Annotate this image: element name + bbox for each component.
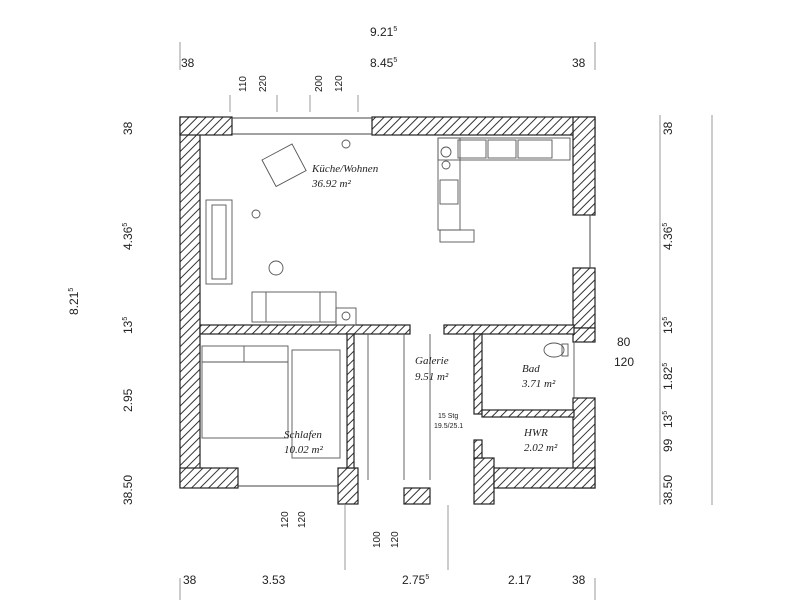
bath-fixtures (543, 342, 575, 398)
room-utility: HWR 2.02 m² (523, 427, 558, 454)
room-bath: Bad 3.71 m² (521, 363, 556, 390)
dim-bottom-open-4: 120 (390, 531, 401, 548)
dim-bottom-open-1: 120 (280, 511, 291, 528)
dim-top-right-wall: 38 (572, 56, 586, 70)
dim-right-window-2: 120 (614, 355, 634, 369)
bedroom-furniture (201, 345, 341, 459)
dim-bottom-seg-5: 38 (572, 573, 586, 587)
room-name-kitchen-living: Küche/Wohnen (311, 163, 379, 175)
room-gallery: Galerie 9.51 m² (415, 355, 449, 383)
dim-bottom-seg-1: 38 (183, 573, 197, 587)
room-bedroom: Schlafen 10.02 m² (284, 429, 323, 456)
stair-note-ratio: 19.5/25.1 (434, 423, 463, 430)
dim-right-seg-6: 99 (661, 438, 675, 452)
dim-bottom-seg-2: 3.53 (262, 573, 286, 587)
dim-opening-top-1: 110 (238, 76, 249, 92)
dim-left-total: 8.215 (67, 288, 81, 315)
room-name-bedroom: Schlafen (284, 429, 322, 441)
dim-bottom-seg-3: 2.755 (402, 573, 429, 587)
stair-note: 15 Stg 19.5/25.1 (434, 413, 463, 430)
dim-right-seg-4: 1.825 (661, 363, 675, 390)
dim-left-seg-3: 135 (121, 317, 135, 334)
dim-left-seg-4: 2.95 (121, 388, 135, 412)
dim-left-seg-2: 4.365 (121, 223, 135, 250)
dim-bottom-seg-4: 2.17 (508, 573, 532, 587)
stairs (367, 334, 431, 480)
dim-left-seg-1: 38 (121, 121, 135, 135)
dim-left-seg-5: 38.50 (121, 475, 135, 505)
dim-right-seg-3: 135 (661, 317, 675, 334)
dim-bottom-open-3: 100 (372, 531, 383, 548)
room-area-bath: 3.71 m² (521, 378, 556, 390)
living-furniture (205, 139, 357, 326)
walls (179, 116, 596, 505)
dim-right-seg-5: 135 (661, 411, 675, 428)
room-name-bath: Bad (522, 363, 540, 375)
room-kitchen-living: Küche/Wohnen 36.92 m² (311, 163, 379, 190)
dim-top-left-wall: 38 (181, 56, 195, 70)
dim-right-window-1: 80 (617, 335, 631, 349)
dimension-lines (179, 42, 713, 600)
room-name-gallery: Galerie (415, 355, 449, 367)
room-area-utility: 2.02 m² (524, 442, 558, 454)
kitchen-units (437, 137, 571, 243)
dim-right-seg-7: 38.50 (661, 475, 675, 505)
dim-opening-top-2: 220 (258, 75, 269, 92)
stair-note-steps: 15 Stg (438, 413, 458, 420)
room-name-utility: HWR (523, 427, 548, 439)
dim-top-inner: 8.455 (370, 56, 397, 70)
dim-bottom-open-2: 120 (297, 511, 308, 528)
window-openings (232, 117, 591, 487)
dim-opening-top-4: 120 (334, 75, 345, 92)
dim-right-seg-1: 38 (661, 121, 675, 135)
dim-right-seg-2: 4.365 (661, 223, 675, 250)
dim-opening-top-3: 200 (314, 75, 325, 92)
room-area-bedroom: 10.02 m² (284, 444, 323, 456)
room-area-kitchen-living: 36.92 m² (311, 178, 351, 190)
room-area-gallery: 9.51 m² (415, 371, 449, 383)
dim-top-total: 9.215 (370, 25, 397, 39)
